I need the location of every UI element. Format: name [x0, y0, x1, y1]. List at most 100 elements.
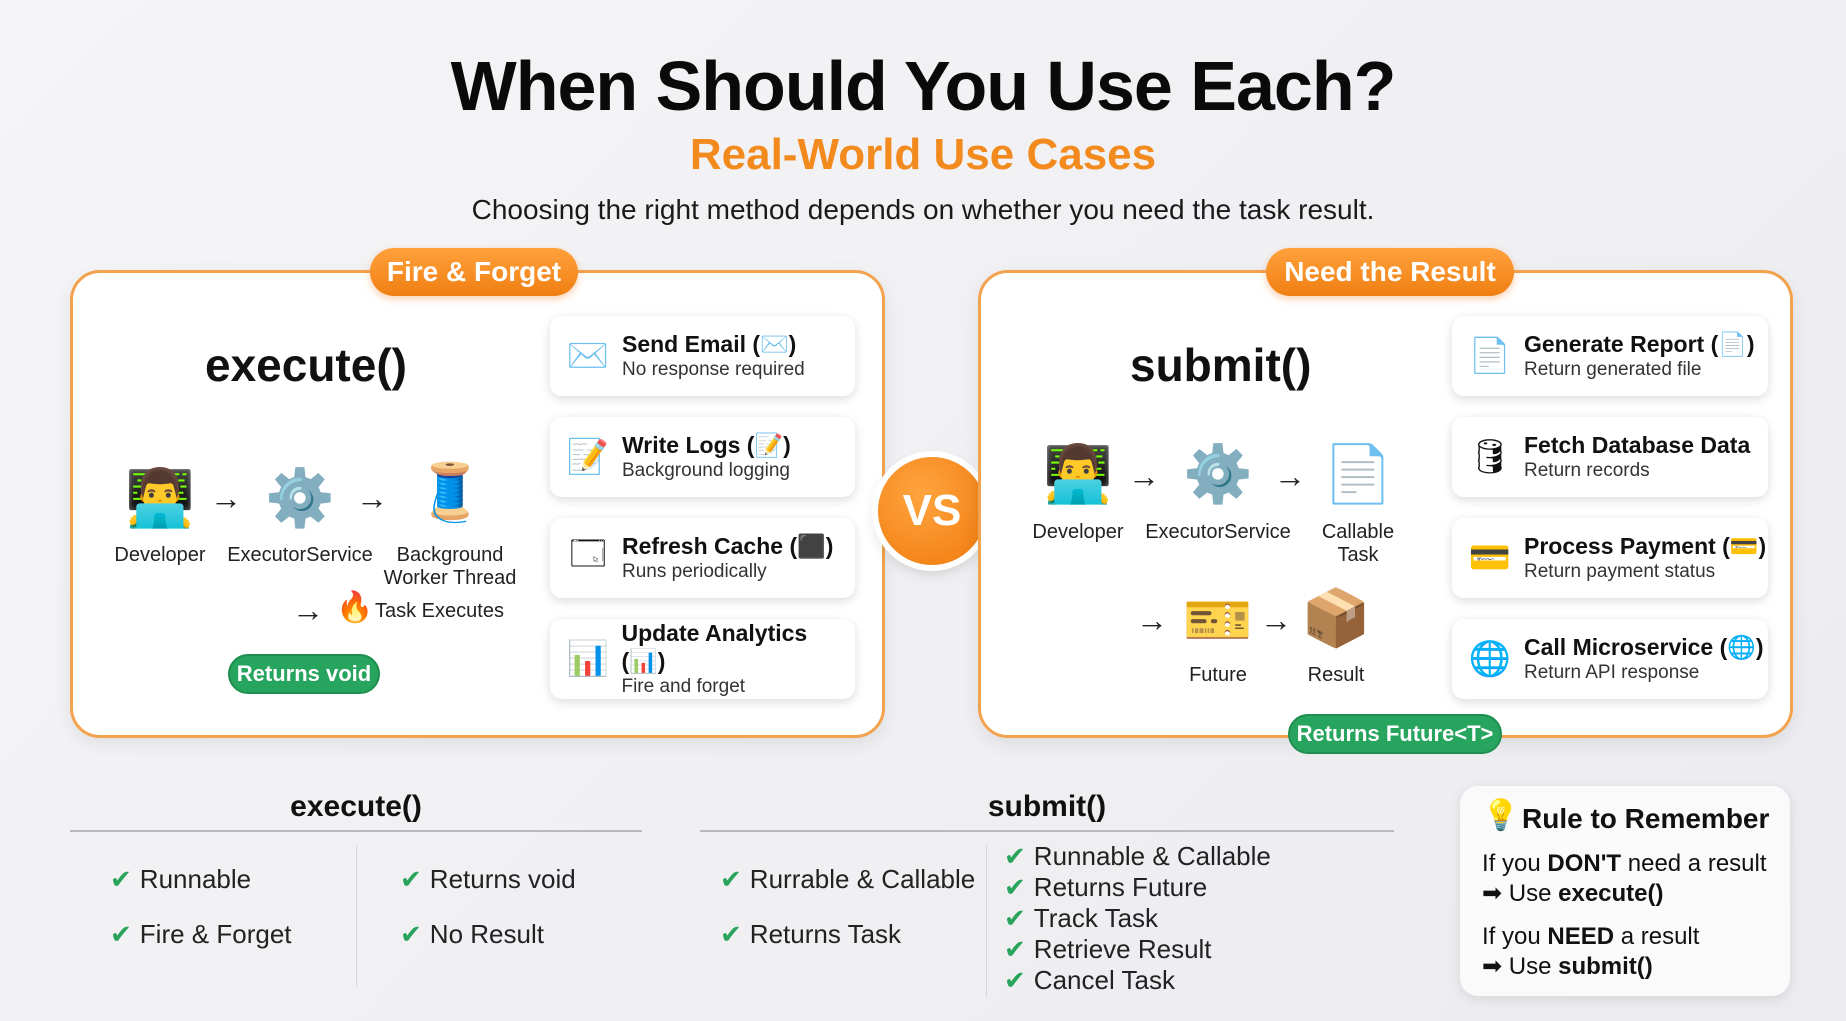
- developer-icon: 👨‍💻: [125, 466, 195, 529]
- card-send-email: ✉️ Send Email (✉️)No response required: [550, 316, 855, 396]
- execute-method-title: execute(): [205, 339, 407, 391]
- check-icon: ✔: [400, 864, 422, 894]
- check-icon: ✔: [1004, 841, 1026, 871]
- list-item: ✔Cancel Task: [1004, 965, 1175, 995]
- list-item: ✔Track Task: [1004, 903, 1159, 933]
- check-icon: ✔: [1004, 965, 1026, 995]
- callable-label-2: Task: [1337, 544, 1379, 566]
- check-icon: ✔: [1004, 903, 1026, 933]
- card-sub: Return API response: [1524, 662, 1700, 683]
- need-result-badge: Need the Result: [1266, 248, 1514, 296]
- list-item: ✔Runnable: [110, 864, 252, 894]
- task-executes-label: Task Executes: [375, 600, 504, 622]
- card-sub: Background logging: [622, 460, 790, 481]
- rule-box: [1460, 786, 1790, 996]
- card-title: Refresh Cache (⬛): [622, 533, 834, 559]
- card-write-logs: 📝 Write Logs (📝)Background logging: [550, 417, 855, 497]
- executor-label: ExecutorService: [227, 544, 373, 566]
- lightbulb-icon: 💡: [1482, 799, 1520, 832]
- card-sub: Return records: [1524, 460, 1650, 481]
- gear-icon: ⚙️: [265, 466, 335, 529]
- card-title: Write Logs (📝): [622, 432, 791, 458]
- submit-method-title: submit(): [1130, 339, 1312, 391]
- divider: [700, 830, 1394, 832]
- credit-card-icon: 💳: [1468, 539, 1512, 577]
- page-icon: 📄: [1468, 337, 1512, 375]
- returns-future-badge: Returns Future<T>: [1288, 714, 1502, 754]
- result-label: Result: [1307, 664, 1365, 686]
- rule-line-3: If you NEED a result: [1482, 923, 1700, 950]
- list-item: ✔Returns void: [400, 864, 576, 894]
- gear-icon: ⚙️: [1183, 442, 1253, 505]
- list-item: ✔Fire & Forget: [110, 919, 292, 949]
- page-title: When Should You Use Each?: [450, 47, 1397, 125]
- vs-badge: VS: [878, 457, 986, 565]
- arrow-icon: →: [1274, 458, 1306, 494]
- card-title: Generate Report (📄): [1524, 331, 1755, 357]
- check-icon: ✔: [720, 919, 742, 949]
- card-call-microservice: 🌐 Call Microservice (🌐)Return API respon…: [1452, 619, 1768, 699]
- check-icon: ✔: [1004, 872, 1026, 902]
- list-item: ✔Retrieve Result: [1004, 934, 1212, 964]
- future-label: Future: [1189, 664, 1247, 686]
- arrow-icon: →: [1260, 602, 1292, 638]
- fire-forget-badge: Fire & Forget: [370, 248, 578, 296]
- thread-spool-icon: 🧵: [415, 460, 485, 523]
- check-icon: ✔: [1004, 934, 1026, 964]
- rule-line-4: ➡ Use submit(): [1482, 953, 1653, 980]
- card-process-payment: 💳 Process Payment (💳)Return payment stat…: [1452, 518, 1768, 598]
- divider: [356, 845, 357, 987]
- fire-icon: 🔥: [336, 591, 374, 624]
- card-sub: Return payment status: [1524, 561, 1716, 582]
- divider: [70, 830, 642, 832]
- card-sub: Return generated file: [1524, 359, 1702, 380]
- email-icon: ✉️: [566, 337, 610, 375]
- list-item: ✔No Result: [400, 919, 544, 949]
- card-update-analytics: 📊 Update Analytics (📊)Fire and forget: [550, 619, 855, 699]
- arrow-icon: →: [292, 592, 324, 628]
- callable-document-icon: 📄: [1323, 442, 1393, 505]
- summary-submit-title: submit(): [987, 790, 1107, 823]
- database-icon: 🛢: [1468, 438, 1512, 476]
- developer-label: Developer: [1032, 521, 1124, 543]
- check-icon: ✔: [400, 919, 422, 949]
- card-title: Call Microservice (🌐): [1524, 634, 1764, 660]
- returns-void-badge: Returns void: [228, 654, 380, 694]
- check-icon: ✔: [110, 864, 132, 894]
- rule-line-1: If you DON'T need a result: [1482, 850, 1767, 877]
- rule-title: Rule to Remember: [1522, 803, 1770, 834]
- chart-icon: 📊: [566, 640, 609, 678]
- memo-icon: 📝: [566, 438, 610, 476]
- developer-icon: 👨‍💻: [1043, 442, 1113, 505]
- page-description: Choosing the right method depends on whe…: [471, 194, 1375, 225]
- rule-line-2: ➡ Use execute(): [1482, 880, 1664, 907]
- page-subtitle: Real-World Use Cases: [689, 130, 1157, 179]
- executor-label: ExecutorService: [1145, 521, 1291, 543]
- worker-label-1: Background: [396, 544, 504, 566]
- arrow-icon: →: [1128, 458, 1160, 494]
- package-icon: 📦: [1301, 586, 1371, 649]
- card-title: Update Analytics (📊): [621, 620, 808, 674]
- arrow-icon: →: [356, 480, 388, 516]
- window-icon: 🗔: [569, 534, 607, 573]
- developer-label: Developer: [114, 544, 206, 566]
- card-title: Send Email (✉️): [622, 331, 797, 357]
- card-generate-report: 📄 Generate Report (📄)Return generated fi…: [1452, 316, 1768, 396]
- list-item: ✔Runnable & Callable: [1004, 841, 1271, 871]
- card-refresh-cache: 🗔 Refresh Cache (⬛)Runs periodically: [550, 518, 855, 598]
- list-item: ✔Returns Task: [720, 919, 902, 949]
- worker-label-2: Worker Thread: [383, 567, 517, 589]
- summary-execute-title: execute(): [290, 790, 422, 823]
- card-sub: No response required: [622, 359, 805, 380]
- globe-icon: 🌐: [1468, 640, 1512, 678]
- card-sub: Fire and forget: [621, 676, 746, 697]
- card-title: Process Payment (💳): [1524, 533, 1767, 559]
- callable-label-1: Callable: [1321, 521, 1395, 543]
- divider: [986, 845, 987, 997]
- check-icon: ✔: [720, 864, 742, 894]
- card-sub: Runs periodically: [622, 561, 767, 582]
- arrow-icon: →: [1136, 602, 1168, 638]
- list-item: ✔Rurrable & Callable: [720, 864, 976, 894]
- ticket-icon: 🎫: [1183, 588, 1253, 651]
